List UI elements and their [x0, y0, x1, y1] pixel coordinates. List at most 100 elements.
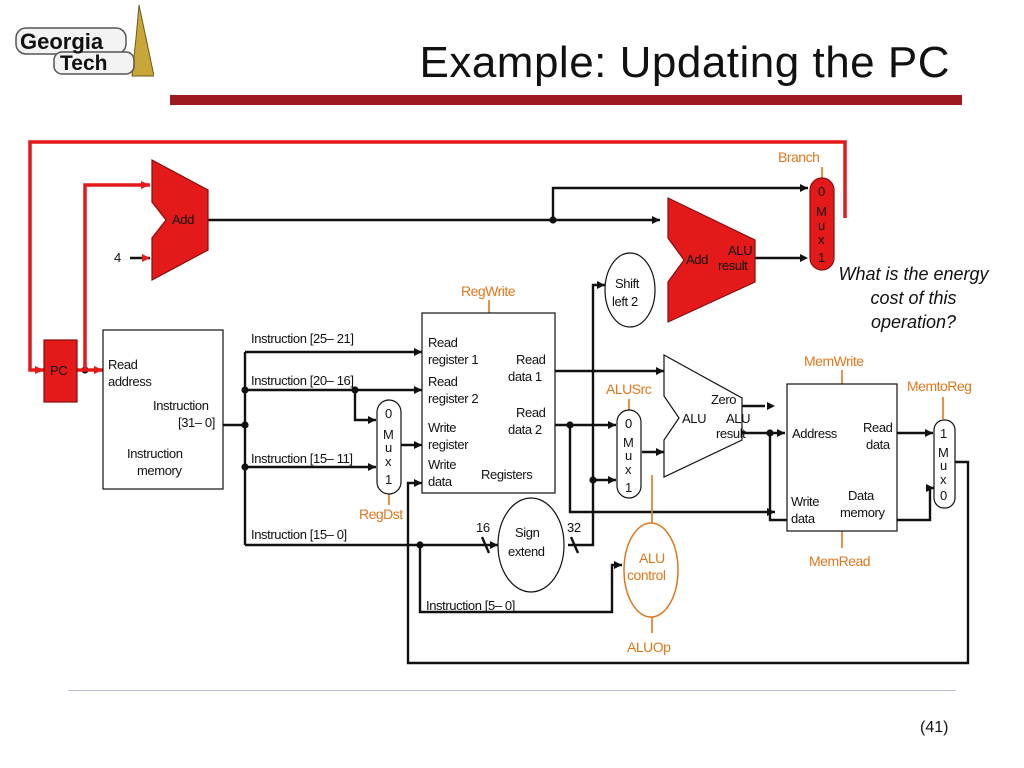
alu-zero-label: Zero: [711, 392, 736, 407]
alusrc-mux-m: M: [623, 435, 633, 450]
imem-instruction-2: [31– 0]: [178, 415, 215, 430]
memtoreg-mux-0: 0: [940, 488, 947, 503]
branch-mux-m: M: [816, 204, 826, 219]
arrowheads: [35, 181, 934, 569]
georgia-tech-logo: Georgia Tech: [15, 4, 154, 77]
rf-read-reg1-2: register 1: [428, 352, 478, 367]
alu-control: ALU control: [623, 522, 679, 618]
footer-rule: [68, 690, 956, 691]
branch-adder: Add ALU result: [667, 197, 756, 323]
regdst-mux-m: M: [383, 427, 393, 442]
rf-name: Registers: [481, 467, 533, 482]
imem-read-address-2: address: [108, 374, 152, 389]
logo-georgia: Georgia: [20, 29, 104, 54]
pc-label: PC: [50, 363, 67, 378]
alu-control-line2: control: [627, 567, 666, 583]
data-memory: Address Read data Write data Data memory: [786, 383, 898, 532]
rf-read-data1-1: Read: [516, 352, 546, 367]
rf-read-data1-2: data 1: [508, 369, 542, 384]
pc-adder-label: Add: [172, 212, 194, 227]
branch-adder-result-2: result: [718, 258, 748, 273]
constant-four: 4: [114, 250, 121, 265]
shift-left-2: Shift left 2: [604, 252, 656, 328]
rf-read-reg2-2: register 2: [428, 391, 478, 406]
rf-write-data-2: data: [428, 474, 453, 489]
alu-result-1: ALU: [726, 411, 750, 426]
dmem-read-data-2: data: [866, 437, 891, 452]
dmem-write-data-2: data: [791, 511, 816, 526]
alu-label: ALU: [682, 411, 706, 426]
instruction-memory: Read address Instruction [31– 0] Instruc…: [102, 329, 224, 490]
memtoreg-signal: MemtoReg: [907, 378, 971, 394]
rf-write-data-1: Write: [428, 457, 456, 472]
rf-read-data2-2: data 2: [508, 422, 542, 437]
pc-adder: Add: [151, 158, 209, 282]
memtoreg-mux-x: x: [940, 472, 947, 487]
alu-result-2: result: [716, 426, 746, 441]
slide-title: Example: Updating the PC: [419, 38, 950, 87]
shift-left-2-line1: Shift: [615, 276, 640, 291]
branch-signal: Branch: [778, 149, 819, 165]
instruction-field-imm: Instruction [15– 0]: [251, 527, 347, 542]
control-signals: [388, 167, 944, 633]
regdst-mux-0: 0: [385, 406, 392, 421]
branch-adder-result-1: ALU: [728, 243, 752, 258]
instruction-field-rt: Instruction [20– 16]: [251, 373, 354, 388]
alusrc-mux-0: 0: [625, 416, 632, 431]
memtoreg-mux: 1 M u x 0: [933, 419, 956, 509]
alusrc-signal: ALUSrc: [606, 381, 652, 397]
register-file: Read register 1 Read register 2 Write re…: [421, 312, 556, 494]
aluop-signal: ALUOp: [627, 639, 671, 655]
title-rule: [170, 95, 962, 105]
branch-mux: 0 M u x 1: [809, 177, 835, 271]
dmem-name-2: memory: [840, 505, 885, 520]
logo-tech: Tech: [60, 52, 107, 75]
sign-extend: Sign extend: [497, 497, 565, 593]
imem-read-address-1: Read: [108, 357, 138, 372]
regwrite-signal: RegWrite: [461, 283, 516, 299]
dmem-write-data-1: Write: [791, 494, 819, 509]
regdst-mux-1: 1: [385, 472, 392, 487]
regdst-mux-u: u: [385, 440, 392, 455]
shift-left-2-line2: left 2: [612, 294, 638, 309]
instruction-field-rd: Instruction [15– 11]: [251, 451, 353, 466]
branch-mux-1: 1: [818, 250, 825, 265]
alusrc-mux-1: 1: [625, 480, 632, 495]
rf-read-reg1-1: Read: [428, 335, 458, 350]
sign-extend-out-width: 32: [567, 520, 581, 535]
memread-signal: MemRead: [809, 553, 870, 569]
rf-read-reg2-1: Read: [428, 374, 458, 389]
memtoreg-mux-m: M: [938, 445, 948, 460]
rf-read-data2-1: Read: [516, 405, 546, 420]
alu: ALU Zero ALU result: [663, 353, 751, 478]
memwrite-signal: MemWrite: [804, 353, 864, 369]
alu-control-line1: ALU: [639, 550, 665, 566]
imem-name-1: Instruction: [127, 446, 183, 461]
branch-mux-u: u: [818, 218, 825, 233]
imem-instruction-1: Instruction: [153, 398, 209, 413]
instruction-field-funct: Instruction [5– 0]: [426, 598, 515, 613]
regdst-signal: RegDst: [359, 506, 403, 522]
dmem-read-data-1: Read: [863, 420, 893, 435]
alusrc-mux: 0 M u x 1: [616, 409, 642, 499]
alusrc-mux-u: u: [625, 448, 632, 463]
regdst-mux: 0 M u x 1: [376, 399, 402, 495]
branch-adder-label: Add: [686, 252, 708, 267]
instruction-field-rs: Instruction [25– 21]: [251, 331, 354, 346]
slide-number: (41): [920, 719, 949, 736]
dmem-name-1: Data: [848, 488, 875, 503]
rf-write-reg-1: Write: [428, 420, 456, 435]
sign-extend-line1: Sign: [515, 525, 540, 540]
rf-write-reg-2: register: [428, 437, 469, 452]
branch-mux-x: x: [818, 232, 825, 247]
memtoreg-mux-1: 1: [940, 426, 947, 441]
program-counter: PC: [43, 339, 78, 403]
sign-extend-line2: extend: [508, 544, 545, 559]
branch-mux-0: 0: [818, 184, 825, 199]
dmem-address: Address: [792, 426, 838, 441]
memtoreg-mux-u: u: [940, 458, 947, 473]
imem-name-2: memory: [137, 463, 182, 478]
wire-junctions: [81, 216, 774, 549]
sign-extend-in-width: 16: [476, 520, 490, 535]
